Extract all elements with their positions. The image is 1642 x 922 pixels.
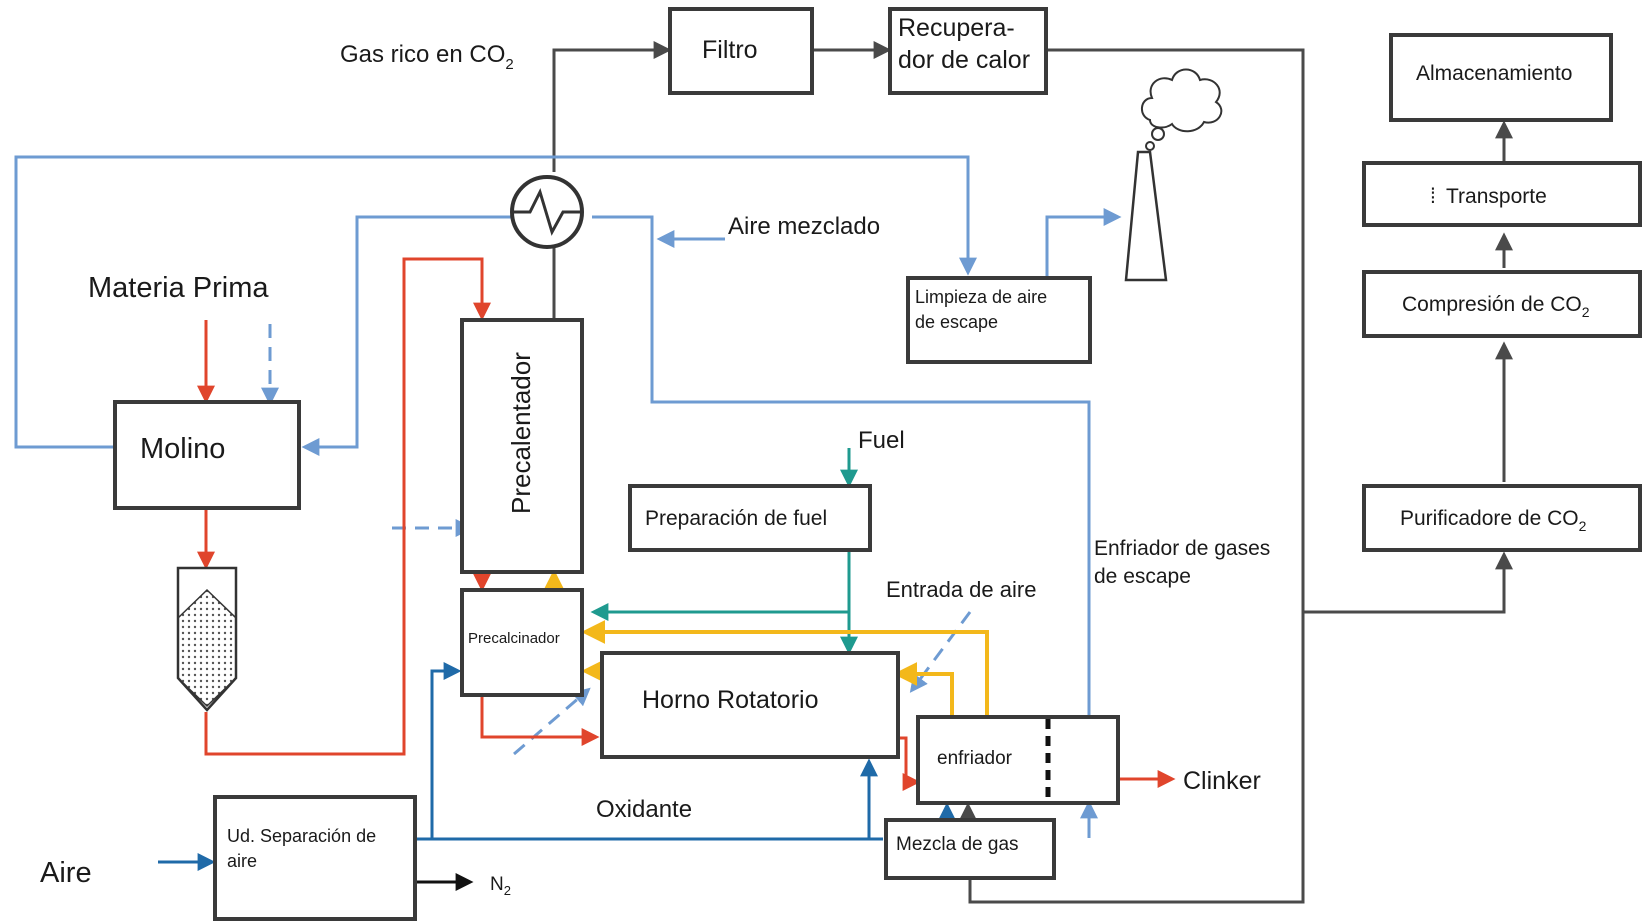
limpieza-box [906, 276, 1092, 364]
compresion-label-sub: 2 [1582, 304, 1590, 320]
enfriador-gases-label-line1: Enfriador de gases [1094, 537, 1270, 560]
air-lines [14, 155, 1122, 838]
hot-gas-lines [542, 569, 989, 717]
limpieza-label-line1: Limpieza de aire [915, 287, 1047, 307]
separacion-label-line1: Ud. Separación de [227, 826, 376, 846]
n2-label: N2 [490, 874, 511, 898]
enfriador-label: enfriador [937, 748, 1013, 769]
almacenamiento-label: Almacenamiento [1416, 62, 1572, 85]
purificador-box [1362, 484, 1642, 552]
separacion-box [213, 795, 417, 921]
transporte-label: Transporte [1446, 185, 1547, 208]
almacenamiento-box [1389, 33, 1613, 122]
compresion-label: Compresión de CO2 [1402, 293, 1590, 320]
gas-rico-label-text: Gas rico en CO [340, 41, 505, 68]
molino-label: Molino [140, 433, 225, 465]
purificador-label-text: Purificadore de CO [1400, 507, 1579, 530]
compresion-label-text: Compresión de CO [1402, 293, 1582, 316]
recuperador-label-line1: Recupera- [898, 14, 1015, 42]
molino-box [113, 400, 301, 510]
gas-rico-label: Gas rico en CO2 [340, 41, 514, 73]
horno-box [600, 651, 900, 759]
materia-prima-label: Materia Prima [88, 272, 269, 304]
chimney-icon [1124, 150, 1168, 282]
oxidante-label: Oxidante [596, 796, 692, 823]
precalcinador-box [460, 588, 584, 697]
transporte-box [1362, 161, 1642, 227]
preparacion-fuel-label: Preparación de fuel [645, 507, 827, 530]
heat-exchanger-icon [510, 175, 584, 249]
n2-label-text: N [490, 874, 504, 895]
enfriador-box [916, 715, 1120, 805]
material-lines [197, 257, 1176, 791]
limpieza-label-line2: de escape [915, 312, 998, 332]
n2-label-sub: 2 [504, 883, 511, 898]
compresion-box [1362, 270, 1642, 338]
preparacion-fuel-box [628, 484, 872, 552]
enfriador-gases-label-line2: de escape [1094, 565, 1191, 588]
aire-label: Aire [40, 857, 92, 889]
recuperador-label-line2: dor de calor [898, 46, 1030, 74]
filtro-label: Filtro [702, 36, 758, 64]
precalentador-label: Precalentador [506, 352, 536, 514]
mezcla-gas-label: Mezcla de gas [896, 834, 1019, 855]
mezcla-gas-box [884, 818, 1056, 880]
separacion-label-line2: aire [227, 851, 257, 871]
horno-label: Horno Rotatorio [642, 686, 818, 714]
gas-rico-label-sub: 2 [505, 56, 513, 73]
oxidant-lines [158, 662, 956, 871]
fuel-label: Fuel [858, 427, 905, 454]
transporte-marker: ⁞ [1430, 185, 1436, 208]
clinker-label: Clinker [1183, 767, 1261, 795]
recuperador-box [888, 7, 1048, 95]
precalcinador-label: Precalcinador [468, 630, 560, 647]
purificador-label: Purificadore de CO2 [1400, 507, 1587, 534]
purificador-label-sub: 2 [1579, 518, 1587, 534]
filtro-box [668, 7, 814, 95]
entrada-aire-label: Entrada de aire [886, 577, 1036, 602]
precalentador-box [460, 318, 584, 574]
hopper-icon [176, 566, 238, 712]
smoke-cloud-icon [1141, 68, 1223, 151]
fuel-lines [590, 448, 858, 655]
aire-mezclado-label: Aire mezclado [728, 213, 880, 240]
